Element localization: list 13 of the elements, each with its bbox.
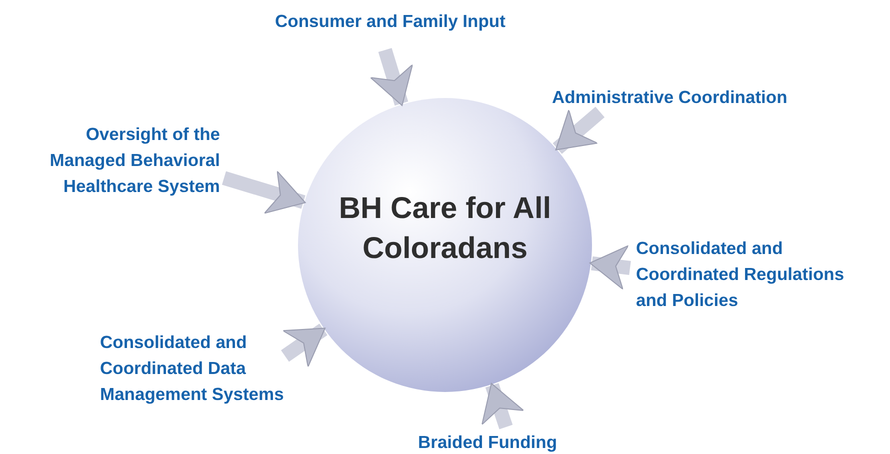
arrow [222, 170, 306, 214]
center-title: BH Care for All Coloradans [338, 191, 552, 267]
arrow [281, 324, 328, 368]
input-label: Administrative Coordination [552, 84, 847, 110]
arrow [481, 382, 524, 430]
input-label: Consolidated and Coordinated Data Management Systems [100, 329, 325, 407]
input-label: Consumer and Family Input [275, 8, 560, 34]
arrow [589, 245, 631, 290]
input-label: Consolidated and Coordinated Regulations and Policies [636, 235, 876, 313]
arrow [370, 48, 413, 106]
input-label: Braided Funding [418, 429, 593, 453]
input-label: Oversight of the Managed Behavioral Healthcare System [40, 121, 220, 201]
arrow [552, 106, 605, 154]
